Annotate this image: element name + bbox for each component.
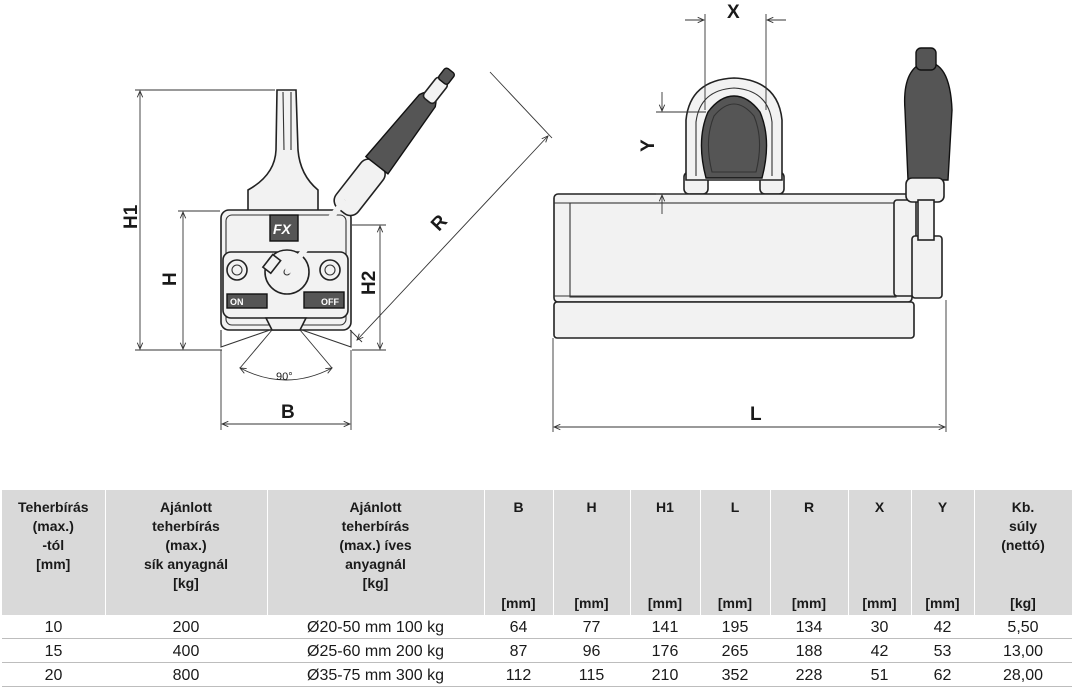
table-cell: 141 xyxy=(630,615,700,639)
column-header-unit: [mm] xyxy=(862,595,897,611)
column-header-unit: [mm] xyxy=(925,595,960,611)
column-header: H1 [mm] xyxy=(630,490,701,615)
table-cell: 210 xyxy=(630,662,700,687)
column-header-unit: [mm] xyxy=(574,595,609,611)
column-header-line: H xyxy=(586,499,597,515)
table-cell: 195 xyxy=(700,615,770,639)
table-cell: 64 xyxy=(484,615,553,639)
table-cell: 42 xyxy=(848,638,911,663)
column-header: Teherbírás (max.) -tól [mm] xyxy=(2,490,106,615)
column-header-line: súly xyxy=(1008,518,1037,534)
table-cell: 188 xyxy=(770,638,848,663)
column-header: Y [mm] xyxy=(911,490,975,615)
column-header-line: B xyxy=(513,499,524,515)
technical-drawing: FX ON OFF H1 H H2 xyxy=(121,2,953,432)
column-header-line: anyagnál xyxy=(345,556,406,572)
column-header: X [mm] xyxy=(848,490,912,615)
dim-y: Y xyxy=(638,139,659,152)
column-header-line: R xyxy=(803,499,815,515)
table-cell: 200 xyxy=(105,615,267,639)
table-cell: 28,00 xyxy=(974,662,1072,687)
dim-h2: H2 xyxy=(359,271,380,295)
column-header-line: L xyxy=(730,499,740,515)
column-header-line: Y xyxy=(937,499,948,515)
table-cell: 62 xyxy=(911,662,974,687)
column-header-line: teherbírás xyxy=(152,518,220,534)
dim-x: X xyxy=(727,2,740,23)
column-header: Ajánlott teherbírás (max.) sík anyagnál [kg] xyxy=(105,490,268,615)
column-header-line: [kg] xyxy=(173,575,199,591)
table-cell: 112 xyxy=(484,662,553,687)
table-cell: 15 xyxy=(2,638,105,663)
column-header: Kb. súly (nettó) [kg] xyxy=(974,490,1073,615)
column-header: R [mm] xyxy=(770,490,849,615)
column-header-unit: [mm] xyxy=(647,595,683,611)
column-header-line: sík anyagnál xyxy=(143,556,229,572)
table-cell: 96 xyxy=(553,638,630,663)
table-cell: 800 xyxy=(105,662,267,687)
column-header-line: (max.) íves xyxy=(339,537,412,553)
table-cell: 13,00 xyxy=(974,638,1072,663)
side-view: FX ON OFF H1 H H2 xyxy=(121,67,553,430)
table-cell: Ø35-75 mm 300 kg xyxy=(267,662,484,687)
column-header-unit: [mm] xyxy=(791,595,827,611)
table-cell: 400 xyxy=(105,638,267,663)
table-cell: 228 xyxy=(770,662,848,687)
dim-h: H xyxy=(160,272,181,286)
table-cell: 352 xyxy=(700,662,770,687)
column-header-line: X xyxy=(874,499,885,515)
column-header-unit: [mm] xyxy=(717,595,753,611)
column-header-line: (max.) xyxy=(32,518,74,534)
column-header-unit: [mm] xyxy=(501,595,536,611)
table-cell: 53 xyxy=(911,638,974,663)
column-header-line: Kb. xyxy=(1011,499,1035,515)
column-header-line: H1 xyxy=(656,499,674,515)
table-cell: 115 xyxy=(553,662,630,687)
table-cell: 134 xyxy=(770,615,848,639)
column-header-line: -tól xyxy=(42,537,65,553)
table-cell: 51 xyxy=(848,662,911,687)
column-header-line: Teherbírás xyxy=(17,499,89,515)
on-label: ON xyxy=(230,297,244,307)
table-cell: 77 xyxy=(553,615,630,639)
column-header-line: teherbírás xyxy=(341,518,410,534)
table-cell: Ø20-50 mm 100 kg xyxy=(267,615,484,639)
table-cell: 87 xyxy=(484,638,553,663)
column-header-line: Ajánlott xyxy=(159,499,213,515)
column-header-line: (nettó) xyxy=(1001,537,1045,553)
dim-angle: 90° xyxy=(276,371,293,383)
badge-text: FX xyxy=(273,221,293,237)
table-cell: 265 xyxy=(700,638,770,663)
dim-h1: H1 xyxy=(121,204,142,229)
front-view: X Y L xyxy=(552,2,953,432)
table-cell: Ø25-60 mm 200 kg xyxy=(267,638,484,663)
dim-r: R xyxy=(427,211,452,236)
column-header: L [mm] xyxy=(700,490,771,615)
table-cell: 5,50 xyxy=(974,615,1072,639)
dim-b: B xyxy=(281,402,295,423)
column-header: Ajánlott teherbírás (max.) íves anyagnál [kg… xyxy=(267,490,485,615)
table-cell: 10 xyxy=(2,615,105,639)
column-header-line: Ajánlott xyxy=(349,499,402,515)
dim-l: L xyxy=(750,404,762,425)
table-cell: 176 xyxy=(630,638,700,663)
table-cell: 42 xyxy=(911,615,974,639)
table-cell: 30 xyxy=(848,615,911,639)
table-cell: 20 xyxy=(2,662,105,687)
column-header-line: [kg] xyxy=(362,575,389,591)
column-header-line: [mm] xyxy=(36,556,71,572)
column-header: H [mm] xyxy=(553,490,631,615)
table-header-row: Teherbírás (max.) -tól [mm] Ajánlott teherbír… xyxy=(2,490,1073,615)
column-header: B [mm] xyxy=(484,490,554,615)
spec-table: Teherbírás (max.) -tól [mm] Ajánlott teherbír… xyxy=(2,490,1073,687)
off-label: OFF xyxy=(321,297,339,307)
column-header-unit: [kg] xyxy=(1010,595,1036,611)
column-header-line: (max.) xyxy=(165,537,207,553)
